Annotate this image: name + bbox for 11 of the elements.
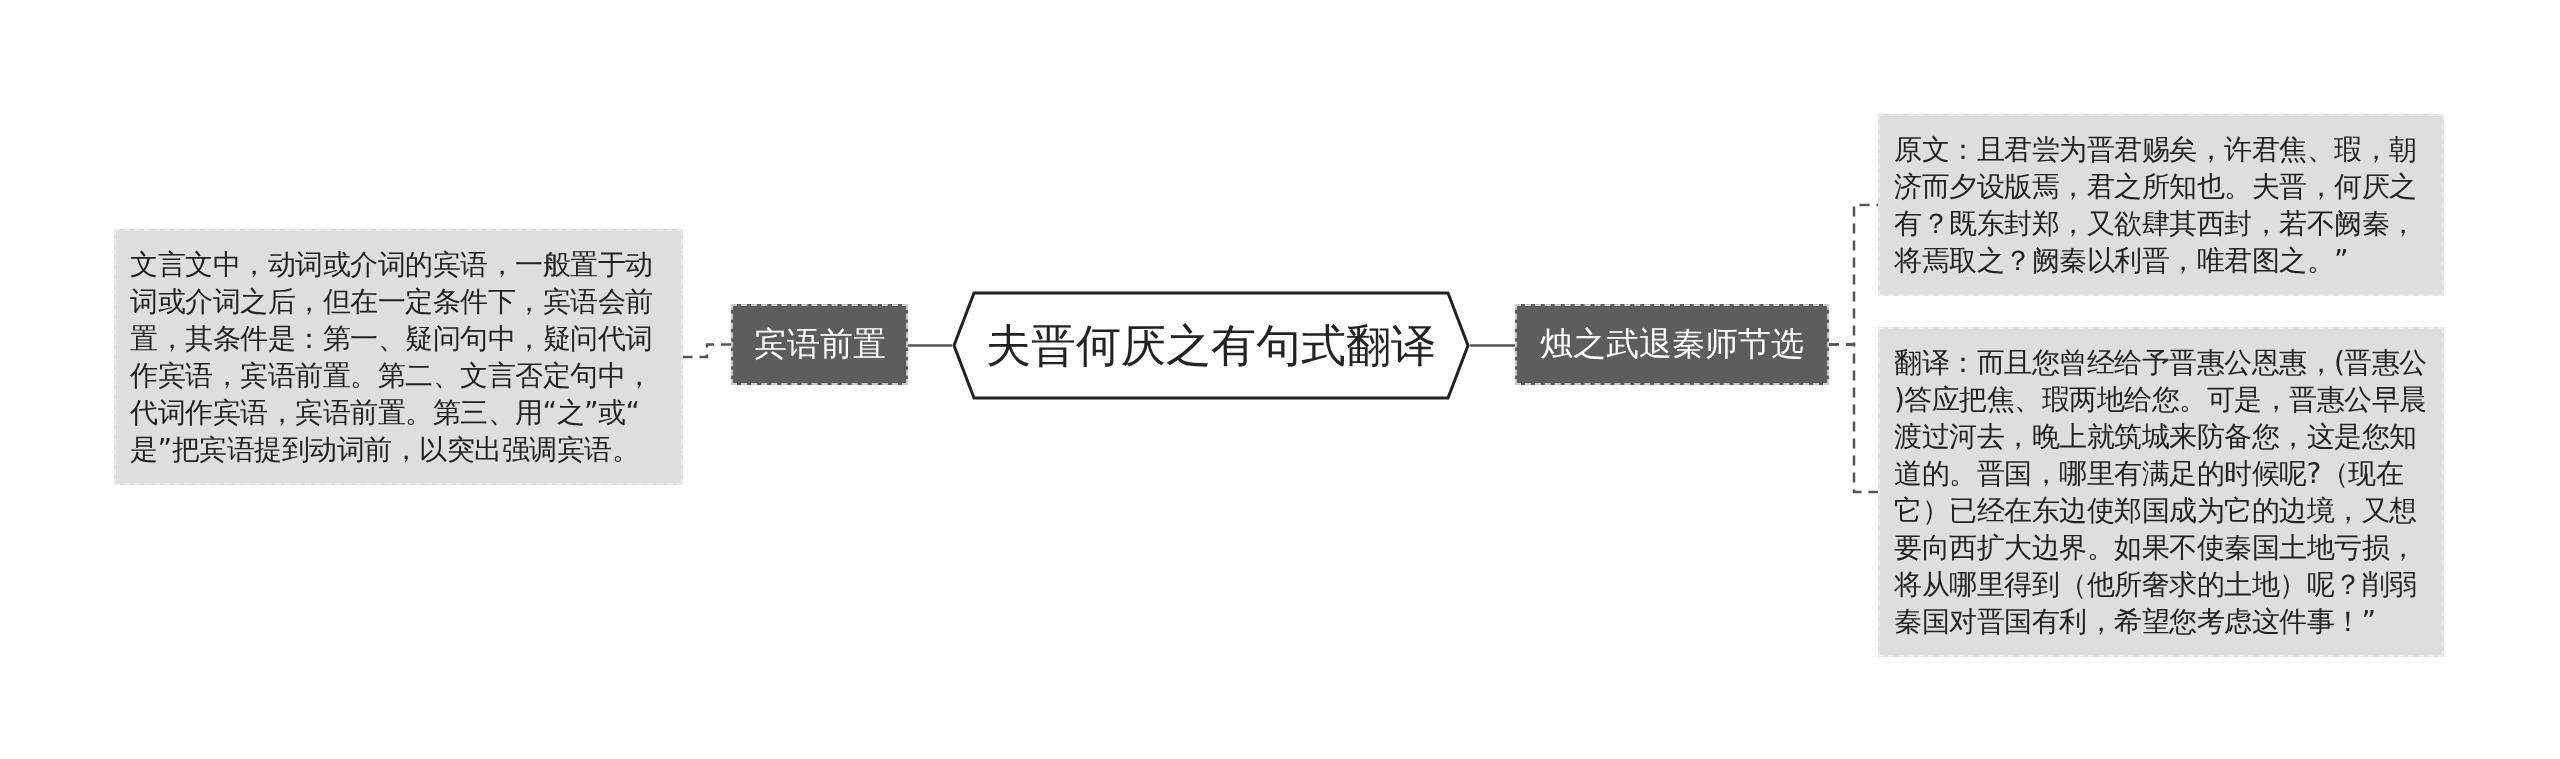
hexagon-box <box>952 291 1470 400</box>
connector-line <box>908 344 952 347</box>
topic-label: 烛之武退秦师节选 <box>1515 304 1829 385</box>
topic-label: 宾语前置 <box>731 304 908 385</box>
note-box: 文言文中，动词或介词的宾语，一般置于动词或介词之后，但在一定条件下，宾语会前置，其条件是：第一、疑问句中，疑问代词作宾语，宾语前置。第二、文言否定句中，代词作宾语，宾语前置。第三、用“之”或“是”把宾语提到动词前，以突出强调宾语。 <box>114 229 683 485</box>
connector-line <box>1829 343 1878 494</box>
title-text: 夫晋何厌之有句式翻译 <box>986 317 1436 374</box>
note-box: 原文：且君尝为晋君赐矣，许君焦、瑕，朝济而夕设版焉，君之所知也。夫晋，何厌之有？既东封郑，又欲肆其西封，若不阙秦，将焉取之？阙秦以利晋，唯君图之。” <box>1878 114 2444 296</box>
note-box: 翻译：而且您曾经给予晋惠公恩惠，(晋惠公)答应把焦、瑕两地给您。可是，晋惠公早晨渡过河去，晚上就筑城来防备您，这是您知道的。晋国，哪里有满足的时候呢?（现在它）已经在东边使郑国成为它的边境，又想要向西扩大边界。如果不使秦国土地亏损，将从哪里得到（他所奢求的土地）呢？削弱秦国对晋国有利，希望您考虑这件事！” <box>1878 327 2444 657</box>
connector-line <box>683 343 731 359</box>
connector-line <box>1470 344 1515 347</box>
